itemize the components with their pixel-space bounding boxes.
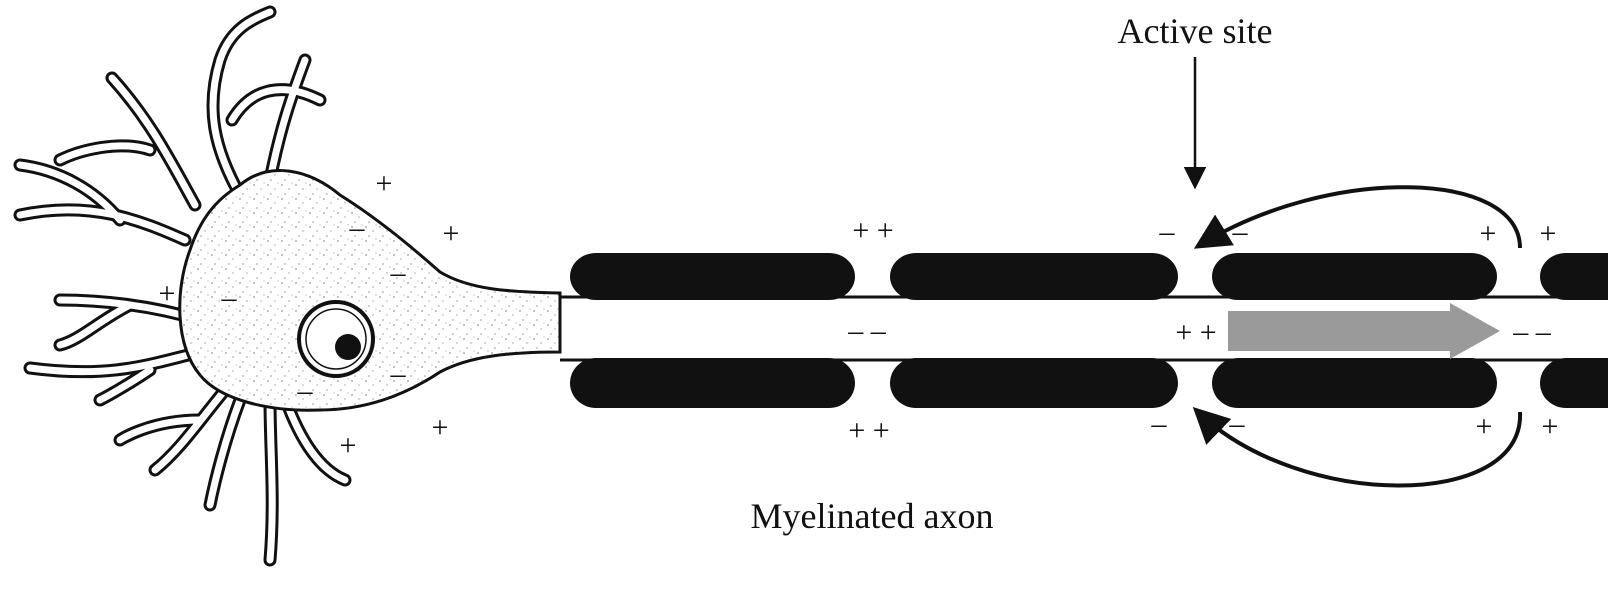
minus-pair-inside: – – [847, 314, 887, 347]
plus-sign: + [1480, 217, 1497, 250]
myelin-segment-4-top [1540, 253, 1608, 300]
minus-sign: – [1159, 215, 1176, 248]
nucleus [297, 300, 375, 378]
plus-sign: + [1540, 217, 1557, 250]
myelin-segment-2-top [890, 253, 1178, 300]
myelin-segment-1-bottom [570, 358, 855, 408]
current-loop-top [1193, 185, 1522, 249]
plus-sign: + [443, 217, 460, 250]
myelin-segment-4-bottom [1540, 358, 1608, 408]
axon-charges: + + – – + + – – + + + + – – – – + + [847, 214, 1558, 447]
current-loop-bottom [1192, 407, 1523, 488]
minus-sign: – [349, 211, 366, 244]
plus-sign: + [1542, 410, 1559, 443]
dendrites-inner [16, 8, 349, 564]
minus-sign: – [390, 256, 407, 289]
myelin-segment-3-top [1212, 253, 1497, 300]
active-site-label: Active site [1118, 11, 1273, 51]
plus-sign: + [1476, 410, 1493, 443]
cell-body-stipple [179, 170, 560, 411]
nucleolus [335, 334, 361, 360]
minus-sign: – [1229, 407, 1246, 440]
plus-sign: + [159, 277, 176, 310]
myelinated-axon-label: Myelinated axon [751, 496, 994, 536]
minus-sign: – [1151, 407, 1168, 440]
myelin-segment-1-top [570, 253, 855, 300]
plus-pair-bottom: + + [848, 414, 889, 447]
myelin-segment-3-bottom [1212, 358, 1497, 408]
minus-sign: – [390, 357, 407, 390]
plus-sign: + [340, 429, 357, 462]
impulse-arrow [1228, 303, 1500, 359]
plus-sign: + [376, 167, 393, 200]
myelin-sheaths [570, 253, 1608, 408]
myelin-segment-2-bottom [890, 358, 1178, 408]
soma-charges: + + + + + – – – – – [159, 167, 460, 462]
plus-pair-inside: + + [1175, 316, 1216, 349]
plus-pair-top: + + [852, 214, 893, 247]
minus-pair-inside-right: – – [1512, 315, 1552, 348]
minus-sign: – [297, 374, 314, 407]
minus-sign: – [1232, 215, 1249, 248]
minus-sign: – [221, 281, 238, 314]
plus-sign: + [432, 411, 449, 444]
